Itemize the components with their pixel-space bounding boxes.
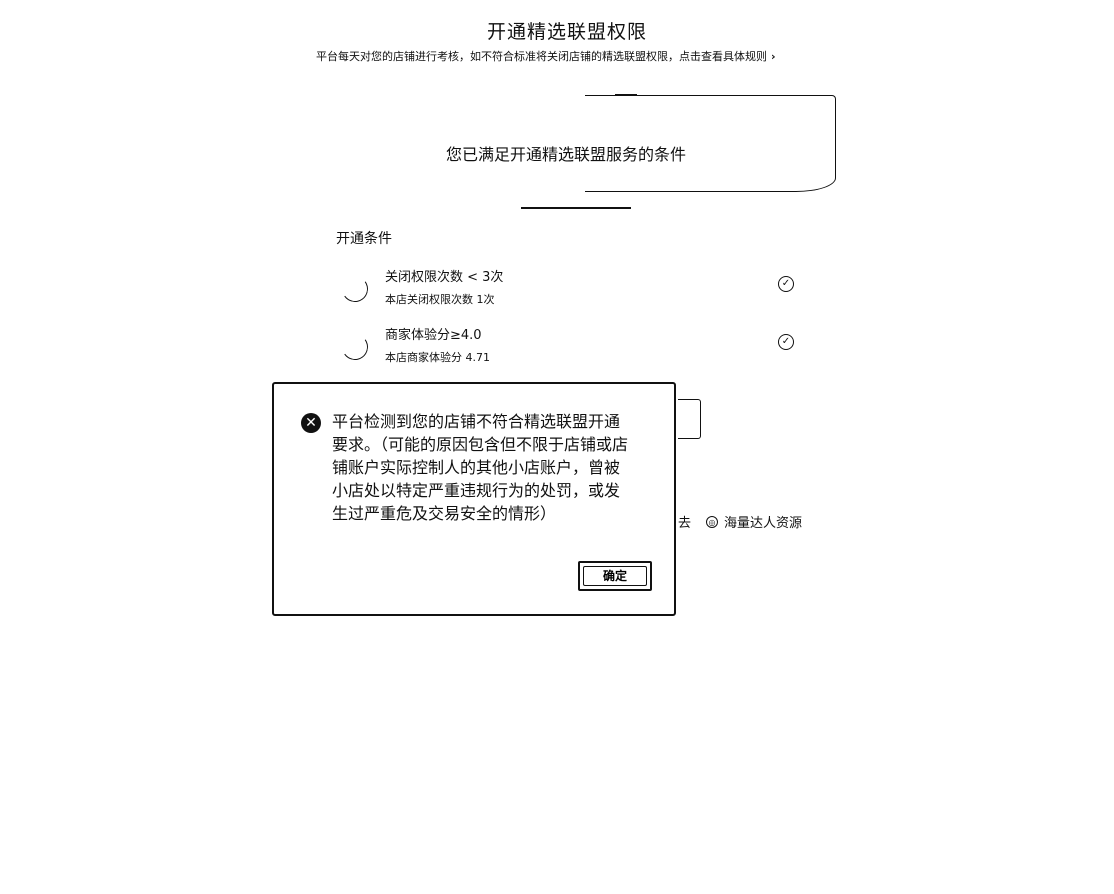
condition-title: 关闭权限次数 < 3次 — [385, 270, 504, 285]
condition-row: 关闭权限次数 < 3次 本店关闭权限次数 1次 ✓ — [339, 264, 810, 310]
condition-detail: 本店商家体验分 4.71 — [385, 351, 490, 364]
talent-resource-link[interactable]: ◎ 海量达人资源 — [706, 512, 802, 531]
condition-row: 商家体验分≥4.0 本店商家体验分 4.71 ✓ — [339, 322, 810, 368]
partial-card — [678, 399, 701, 439]
condition-title: 商家体验分≥4.0 — [385, 328, 482, 343]
dialog-message: 平台检测到您的店铺不符合精选联盟开通要求。（可能的原因包含但不限于店铺或店铺账户… — [332, 412, 629, 523]
condition-detail: 本店关闭权限次数 1次 — [385, 293, 495, 306]
banner-text: 您已满足开通精选联盟服务的条件 — [446, 145, 687, 164]
subtitle-text: 平台每天对您的店铺进行考核，如不符合标准将关闭店铺的精选联盟权限，点击查看具体规… — [316, 50, 767, 63]
error-circle-icon: ✕ — [301, 413, 321, 433]
ok-button[interactable]: 确定 — [578, 561, 652, 591]
chevron-right-icon: › — [771, 50, 776, 63]
banner-bottom-edge — [521, 207, 631, 209]
error-dialog: ✕ 平台检测到您的店铺不符合精选联盟开通要求。（可能的原因包含但不限于店铺或店铺… — [272, 382, 676, 616]
banner-top-edge — [615, 94, 637, 95]
condition-icon — [339, 273, 371, 305]
target-icon: ◎ — [706, 515, 718, 528]
ok-button-label: 确定 — [583, 566, 647, 586]
talent-resource-label: 海量达人资源 — [724, 516, 803, 531]
page-title: 开通精选联盟权限 — [486, 21, 647, 43]
banner-card — [585, 95, 836, 192]
page-subtitle-rule-link[interactable]: 平台每天对您的店铺进行考核，如不符合标准将关闭店铺的精选联盟权限，点击查看具体规… — [316, 48, 776, 64]
conditions-title: 开通条件 — [336, 231, 392, 247]
check-circle-icon: ✓ — [778, 334, 794, 350]
condition-icon — [339, 331, 371, 363]
partial-link-text[interactable]: 去 — [678, 516, 692, 531]
check-circle-icon: ✓ — [778, 276, 794, 292]
